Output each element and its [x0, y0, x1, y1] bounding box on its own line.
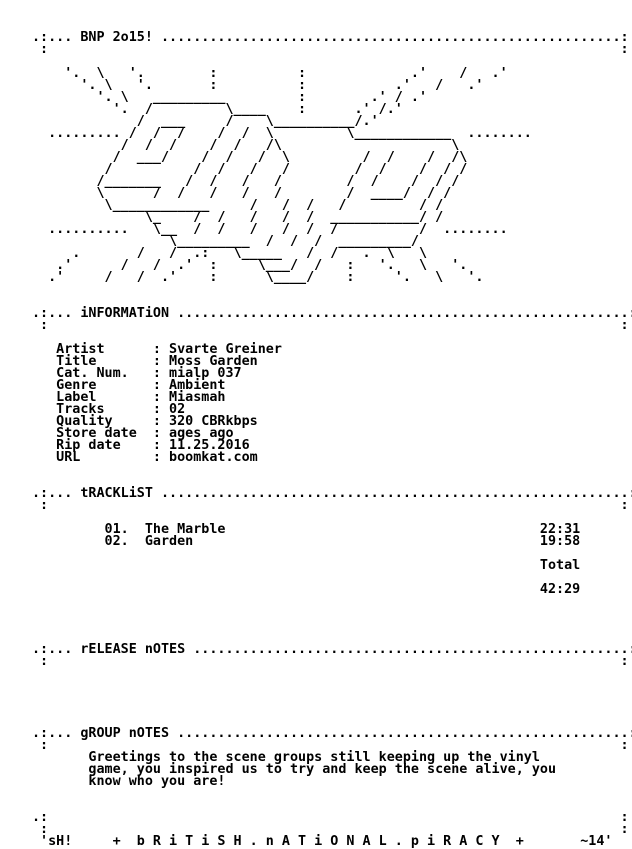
nfo-line: ......... / / / / / \ \____________ ....…	[32, 126, 532, 141]
nfo-line: . / / .: \_____ / / . \ \	[32, 246, 428, 261]
nfo-line: Store date : ages ago	[32, 426, 234, 441]
nfo-line	[32, 608, 632, 620]
nfo-line: know who you are!	[32, 774, 226, 789]
nfo-line: .' / / .' : \____/ : '. \ '.	[32, 270, 484, 285]
nfo-line: .:... gROUP nOTES ......................…	[32, 726, 632, 741]
nfo-line: 02. Garden 19:58	[32, 534, 581, 549]
nfo-text-document: .:... BNP 2o15! ........................…	[32, 20, 632, 848]
nfo-line: \_________ / / / _________/	[32, 234, 419, 249]
nfo-line: Cat. Num. : mialp 037	[32, 366, 242, 381]
nfo-line: '. / \____ : .' /.'	[32, 102, 403, 117]
nfo-line	[32, 284, 632, 296]
nfo-line: Tracks : 02	[32, 402, 186, 417]
nfo-line	[32, 596, 632, 608]
nfo-line	[32, 464, 632, 476]
nfo-line	[32, 788, 632, 800]
nfo-line	[32, 692, 632, 704]
nfo-line: : :	[32, 318, 629, 333]
nfo-line: '. \ _________ : .' / .'	[32, 90, 428, 105]
nfo-line: game, you inspired us to try and keep th…	[32, 762, 557, 777]
nfo-line: / / / / / /\ \	[32, 138, 460, 153]
nfo-line: Quality : 320 CBRkbps	[32, 414, 258, 429]
nfo-line	[32, 704, 632, 716]
nfo-line: Total	[32, 558, 581, 573]
nfo-line: /_______ / / / / / / / / /	[32, 174, 460, 189]
nfo-line: '. \ '. : : .' / .'	[32, 66, 508, 81]
nfo-line: \_ / / / / / ___________/ /	[32, 210, 444, 225]
nfo-line: / ___ / \__________/.'	[32, 114, 379, 129]
nfo-line: / ___/ / / / \ / / / /\	[32, 150, 468, 165]
nfo-line: .......... \__ / / / / / / / ........	[32, 222, 508, 237]
nfo-line: Title : Moss Garden	[32, 354, 258, 369]
nfo-line	[32, 680, 632, 692]
nfo-line: Greetings to the scene groups still keep…	[32, 750, 540, 765]
nfo-line: : :	[32, 822, 629, 837]
nfo-line: : :	[32, 498, 629, 513]
nfo-line: .:... iNFORMATiON ......................…	[32, 306, 632, 321]
nfo-line: Label : Miasmah	[32, 390, 226, 405]
nfo-line: .: :	[32, 810, 629, 825]
nfo-line: .:... BNP 2o15! ........................…	[32, 30, 629, 45]
nfo-line: Rip date : 11.25.2016	[32, 438, 250, 453]
nfo-line: 42:29	[32, 582, 581, 597]
nfo-line: \____________ / / / / / /	[32, 198, 444, 213]
nfo-line: : :	[32, 738, 629, 753]
nfo-line: '. \ '. : : .' / .'	[32, 78, 484, 93]
nfo-line: 01. The Marble 22:31	[32, 522, 581, 537]
nfo-line: Genre : Ambient	[32, 378, 226, 393]
nfo-line: 'sH! + b R i T i S H . n A T i O N A L .…	[32, 834, 613, 849]
nfo-line: Artist : Svarte Greiner	[32, 342, 282, 357]
nfo-line: .:... tRACKLiST ........................…	[32, 486, 632, 501]
nfo-line: \ / / / / / / ____/ / /	[32, 186, 452, 201]
nfo-line: .' / / .' : \___/ / : '. \ '.	[32, 258, 468, 273]
nfo-line: URL : boomkat.com	[32, 450, 258, 465]
nfo-line	[32, 668, 632, 680]
nfo-line: : :	[32, 42, 629, 57]
nfo-line: / / / / / / / / / /	[32, 162, 468, 177]
nfo-line	[32, 620, 632, 632]
nfo-line: .:... rELEASE nOTES ....................…	[32, 642, 632, 657]
nfo-line: : :	[32, 654, 629, 669]
